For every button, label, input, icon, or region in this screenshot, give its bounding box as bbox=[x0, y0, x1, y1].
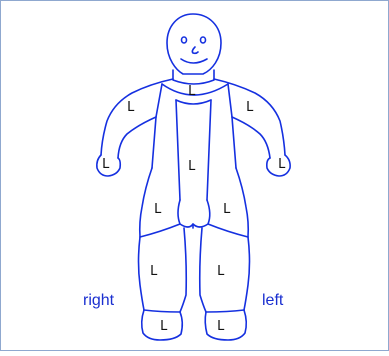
region-label-left-shin[interactable]: L bbox=[217, 264, 225, 279]
side-label-right: right bbox=[83, 292, 115, 309]
region-label-right-hip[interactable]: L bbox=[154, 202, 162, 217]
region-label-torso[interactable]: L bbox=[188, 159, 196, 174]
region-label-right-hand[interactable]: L bbox=[102, 157, 110, 172]
region-label-neck[interactable]: L bbox=[188, 84, 196, 99]
region-label-left-hip[interactable]: L bbox=[223, 202, 231, 217]
region-label-right-upper-arm[interactable]: L bbox=[127, 100, 135, 115]
region-label-left-foot[interactable]: L bbox=[217, 319, 225, 334]
region-label-right-shin[interactable]: L bbox=[150, 264, 158, 279]
region-label-left-upper-arm[interactable]: L bbox=[246, 100, 254, 115]
side-label-left: left bbox=[262, 292, 284, 309]
region-label-right-foot[interactable]: L bbox=[160, 319, 168, 334]
region-label-left-hand[interactable]: L bbox=[278, 157, 286, 172]
